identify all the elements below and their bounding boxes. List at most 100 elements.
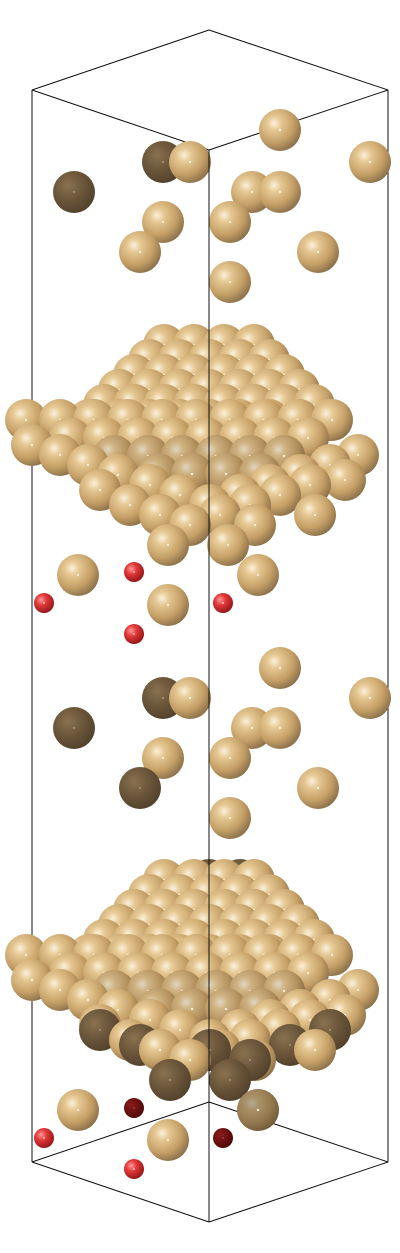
atom-highlight (328, 1028, 332, 1032)
atom-highlight (330, 418, 334, 422)
cell-edge (31, 1101, 210, 1163)
red-atom (124, 1098, 144, 1118)
atom-highlight (278, 190, 282, 194)
atom-highlight (306, 436, 310, 440)
atom-highlight (98, 488, 102, 492)
atom-highlight (168, 1078, 172, 1082)
atom-highlight (98, 1028, 102, 1032)
atom-highlight (116, 473, 120, 477)
atom-highlight (161, 756, 165, 760)
atom-highlight (256, 573, 260, 577)
atom-highlight (158, 1048, 162, 1052)
atom-highlight (24, 953, 28, 957)
atom-highlight (278, 666, 282, 670)
atom-highlight (250, 726, 254, 730)
atom-highlight (253, 523, 257, 527)
atom-highlight (188, 523, 192, 527)
atom-highlight (188, 1058, 192, 1062)
atom-highlight (356, 988, 360, 992)
atom-highlight (24, 418, 28, 422)
atom-highlight (228, 756, 232, 760)
cell-edge (31, 29, 210, 91)
gold-atom (209, 1059, 251, 1101)
atom-highlight (222, 1137, 224, 1139)
gold-atom (53, 171, 95, 213)
atom-highlight (256, 1108, 260, 1112)
atom-highlight (218, 513, 222, 517)
atom-highlight (282, 454, 286, 458)
atom-highlight (133, 1107, 135, 1109)
gold-atom (149, 1059, 191, 1101)
atom-highlight (148, 483, 152, 487)
cell-edge (31, 1161, 210, 1223)
atom-highlight (158, 513, 162, 517)
atom-highlight (148, 1018, 152, 1022)
atom-highlight (188, 696, 192, 700)
gold-atom (119, 767, 161, 809)
atom-highlight (76, 573, 80, 577)
atom-highlight (228, 280, 232, 284)
atom-highlight (30, 978, 34, 982)
cell-edge (31, 89, 210, 151)
atom-highlight (308, 1018, 312, 1022)
atom-highlight (278, 726, 282, 730)
atom-highlight (178, 1028, 182, 1032)
atom-highlight (161, 220, 165, 224)
atom-highlight (178, 493, 182, 497)
atom-highlight (316, 786, 320, 790)
atom-highlight (58, 988, 62, 992)
atom-highlight (356, 453, 360, 457)
atom-highlight (58, 453, 62, 457)
cell-edge (208, 89, 389, 151)
atom-highlight (133, 1168, 135, 1170)
cell-edge (208, 1161, 389, 1223)
atom-highlight (166, 603, 170, 607)
atom-highlight (228, 1078, 232, 1082)
atom-highlight (30, 443, 34, 447)
atom-highlight (228, 220, 232, 224)
cell-edge (208, 29, 389, 91)
atom-highlight (72, 726, 76, 730)
atom-highlight (368, 160, 372, 164)
atom-highlight (278, 493, 282, 497)
atom-highlight (313, 1048, 317, 1052)
atom-highlight (43, 602, 45, 604)
atom-highlight (133, 633, 135, 635)
atom-highlight (188, 160, 192, 164)
atom-highlight (343, 478, 347, 482)
atom-highlight (86, 998, 90, 1002)
atom-highlight (190, 1007, 194, 1011)
atom-highlight (248, 1058, 252, 1062)
atom-highlight (128, 503, 132, 507)
atom-highlight (72, 190, 76, 194)
gold-atom (53, 707, 95, 749)
atom-highlight (116, 1008, 120, 1012)
atom-highlight (368, 696, 372, 700)
red-atom (213, 1128, 233, 1148)
atom-highlight (313, 513, 317, 517)
atom-highlight (316, 250, 320, 254)
atoms-layer (5, 109, 391, 1179)
atom-highlight (308, 483, 312, 487)
atom-highlight (138, 786, 142, 790)
atom-highlight (43, 1137, 45, 1139)
atom-highlight (306, 971, 310, 975)
atom-highlight (250, 190, 254, 194)
atom-highlight (161, 160, 165, 164)
atom-highlight (278, 128, 282, 132)
atom-highlight (161, 696, 165, 700)
atom-highlight (226, 543, 230, 547)
atom-highlight (166, 543, 170, 547)
atom-highlight (330, 953, 334, 957)
atom-highlight (282, 989, 286, 993)
atom-highlight (228, 816, 232, 820)
atom-highlight (222, 602, 224, 604)
atom-highlight (224, 1007, 228, 1011)
atom-highlight (190, 472, 194, 476)
atom-highlight (86, 463, 90, 467)
atom-highlight (288, 1043, 292, 1047)
cell-front-edges (31, 150, 389, 1223)
atom-highlight (224, 472, 228, 476)
